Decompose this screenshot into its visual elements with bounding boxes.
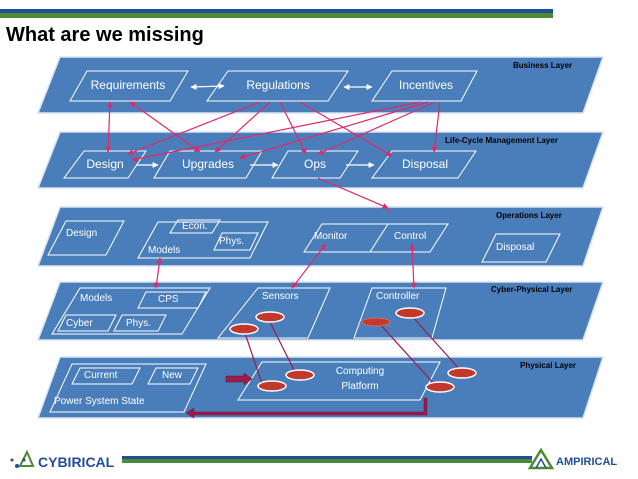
incentives-box	[371, 70, 478, 102]
top-bars	[0, 9, 553, 18]
requirements-label: Requirements	[90, 78, 166, 92]
op-control-label: Control	[394, 231, 427, 242]
lc-ops-box	[271, 150, 359, 179]
lc-upgrades-box	[153, 150, 263, 179]
controller-disk-2	[395, 307, 425, 319]
cp-cps-box	[137, 291, 207, 309]
cp-models-box	[51, 287, 211, 335]
cp-phys-label: Phys.	[126, 318, 152, 329]
op-models-box	[137, 221, 269, 259]
cp-sensors-label: Sensors	[262, 291, 299, 302]
op-design-label: Design	[66, 228, 98, 239]
ph-new-label: New	[162, 370, 183, 381]
cp-phys-box	[113, 314, 167, 332]
disk-links	[243, 313, 463, 387]
ph-new-box	[147, 367, 199, 385]
top-bar-blue	[0, 9, 553, 13]
ph-current-label: Current	[84, 370, 118, 381]
physical-block-arrows	[185, 372, 428, 419]
op-monitor-label: Monitor	[314, 231, 348, 242]
ph-power-state-label: Power System State	[54, 396, 145, 407]
business-layer	[36, 56, 605, 114]
lc-upgrades-label: Upgrades	[181, 157, 235, 171]
op-models-label: Models	[148, 245, 181, 256]
cp-controller-label: Controller	[376, 291, 420, 302]
sensor-disk-2	[255, 311, 285, 323]
lc-design-label: Design	[86, 157, 124, 171]
ampirical-logo: AMPIRICAL	[556, 450, 617, 474]
ph-power-state-box	[49, 363, 207, 413]
cp-cps-label: CPS	[158, 294, 179, 305]
cybirical-logo: CYBIRICAL	[38, 450, 114, 474]
op-disposal-label: Disposal	[496, 242, 535, 253]
ph-computing-box	[237, 361, 441, 401]
computing-disk-3	[425, 381, 455, 393]
op-econ-label: Econ.	[182, 221, 208, 232]
top-bar-green	[0, 13, 553, 18]
regulations-label: Regulations	[246, 78, 310, 92]
lifecycle-layer-label: Life-Cycle Management Layer	[445, 136, 558, 145]
operations-layer	[36, 206, 605, 267]
op-monitor-control-divider	[369, 223, 389, 253]
new-to-computing-arrow	[225, 372, 253, 386]
disks	[229, 307, 477, 393]
cp-cyber-label: Cyber	[66, 318, 93, 329]
cybirical-logo-icon	[10, 449, 35, 468]
cp-cyber-box	[57, 314, 117, 332]
op-monitor-control-box	[303, 223, 449, 253]
business-white-arrows	[190, 83, 373, 90]
lc-ops-label: Ops	[303, 157, 326, 171]
op-phys-box	[213, 232, 259, 251]
incentives-label: Incentives	[398, 78, 454, 92]
ph-current-box	[71, 367, 141, 385]
regulations-box	[206, 70, 349, 102]
cyberphysical-layer-label: Cyber-Physical Layer	[491, 285, 573, 294]
red-arrows	[105, 101, 441, 289]
requirements-box	[69, 70, 189, 102]
computing-disk-4	[447, 367, 477, 379]
business-layer-label: Business Layer	[513, 61, 573, 70]
cyberphysical-layer	[36, 281, 605, 341]
controller-disk-1	[361, 317, 391, 327]
physical-layer-label: Physical Layer	[520, 361, 577, 370]
cp-models-label: Models	[80, 293, 113, 304]
ph-computing-label-line1: Computing	[335, 366, 385, 377]
computing-disk-1	[257, 380, 287, 392]
sensor-disk-1	[229, 323, 259, 335]
op-disposal-box	[481, 233, 561, 263]
footer-lines	[122, 456, 532, 463]
computing-feedback-arrow	[185, 397, 428, 419]
computing-disk-2	[285, 369, 315, 381]
operations-layer-label: Operations Layer	[496, 211, 562, 220]
op-econ-box	[169, 219, 221, 234]
ampirical-logo-icon	[527, 447, 555, 470]
lc-disposal-label: Disposal	[401, 157, 449, 171]
ampirical-logo-text: AMPIRICAL	[556, 456, 618, 468]
op-design-box	[47, 220, 125, 256]
op-phys-label: Phys.	[219, 236, 245, 247]
lc-design-box	[63, 150, 147, 179]
slide-title: What are we missing	[6, 24, 204, 46]
cybirical-logo-text: CYBIRICAL	[38, 454, 115, 470]
lc-disposal-box	[371, 150, 477, 179]
ph-computing-label-line2: Platform	[341, 381, 379, 392]
